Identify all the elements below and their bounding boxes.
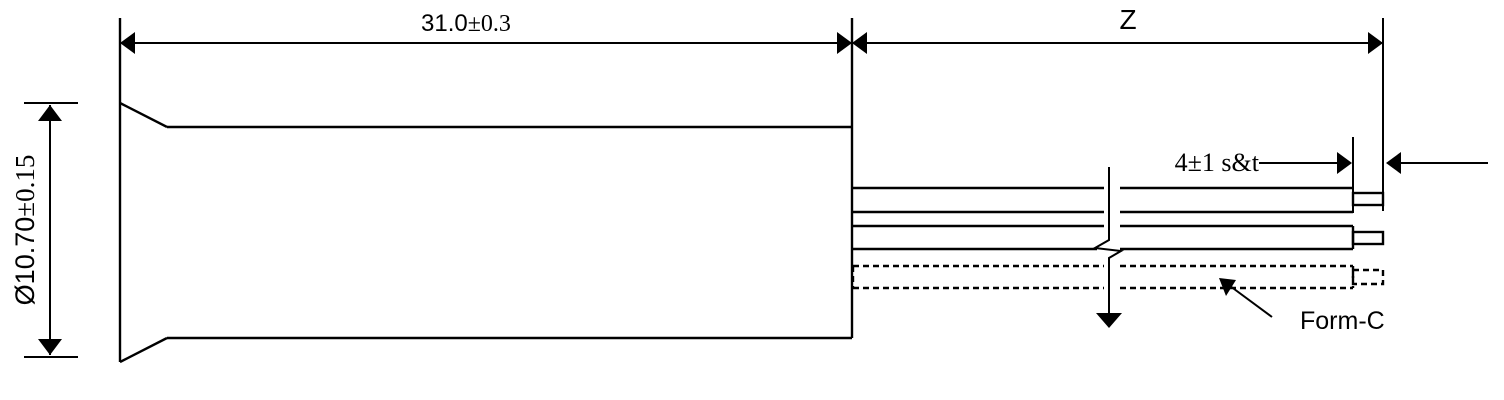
lead-length-label: Z	[1119, 4, 1136, 35]
component-body	[118, 18, 854, 364]
diameter-label: Ø10.70±0.15	[10, 155, 40, 306]
body-length-tolerance: ±0.3	[468, 11, 511, 37]
body-length-label: 31.0±0.3	[421, 10, 511, 37]
diameter-tolerance: ±0.15	[10, 155, 40, 217]
strip-tin-label: 4±1 s&t	[1175, 148, 1260, 177]
right-arrowhead-icon	[837, 32, 852, 54]
body-chamfer-bottom	[119, 336, 168, 364]
break-line-zigzag	[1091, 167, 1125, 314]
up-arrowhead-icon	[38, 105, 62, 121]
lead-form-c-stripped-tip	[1351, 268, 1385, 286]
form-c-label: Form-C	[1300, 307, 1385, 335]
right-arrowhead-icon	[1337, 152, 1352, 174]
down-arrowhead-icon	[1096, 313, 1122, 328]
leader-arrowhead-icon	[1219, 278, 1236, 296]
dimension-strip-tin: 4±1 s&t	[1175, 137, 1488, 213]
left-arrowhead-icon	[852, 32, 867, 54]
diameter-value: Ø10.70	[10, 217, 40, 306]
left-arrowhead-icon	[1386, 152, 1401, 174]
lead-form-c	[851, 264, 1385, 290]
right-arrowhead-icon	[1368, 32, 1383, 54]
leader-line	[1225, 282, 1273, 318]
form-c-callout: Form-C	[1219, 278, 1385, 335]
dimension-lead-length: Z	[852, 4, 1384, 211]
lead-middle	[853, 224, 1385, 251]
dimension-diameter: Ø10.70±0.15	[10, 102, 78, 358]
left-arrowhead-icon	[120, 32, 135, 54]
dimension-body-length: 31.0±0.3	[120, 10, 852, 54]
down-arrowhead-icon	[38, 339, 62, 355]
lead-top	[853, 186, 1385, 214]
lead-middle-stripped-tip	[1351, 230, 1385, 246]
body-length-value: 31.0	[421, 10, 468, 37]
lead-top-stripped-tip	[1351, 191, 1385, 207]
break-line	[1091, 167, 1125, 328]
body-chamfer-top	[119, 101, 168, 129]
